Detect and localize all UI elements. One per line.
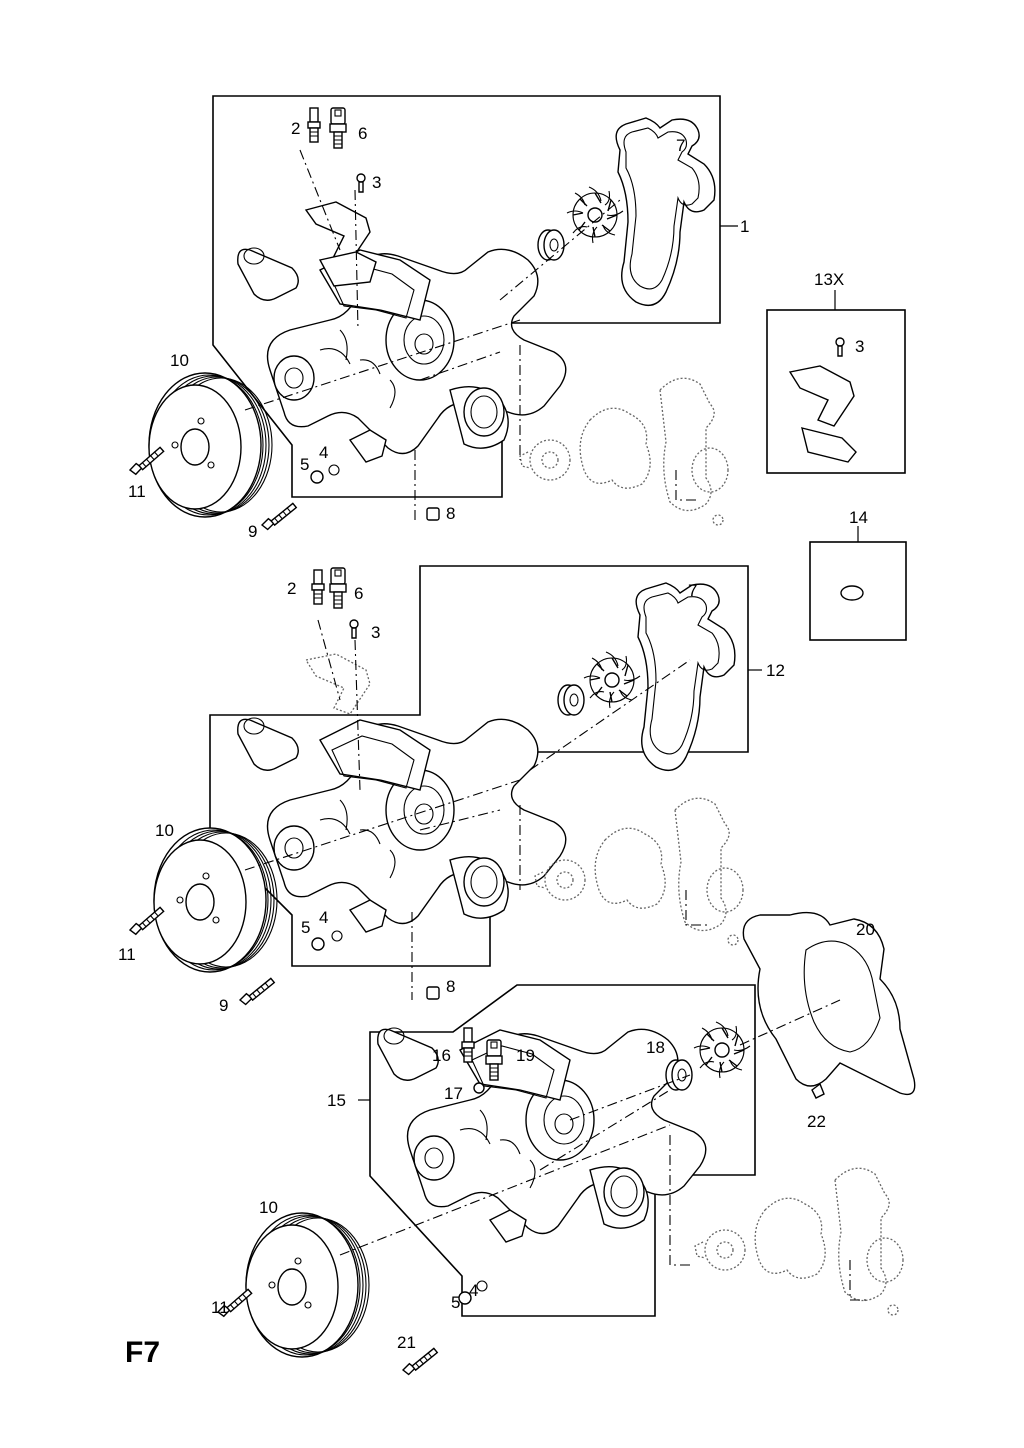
washer — [310, 470, 324, 484]
label-6: 6 — [358, 124, 367, 143]
label-10: 10 — [259, 1198, 278, 1217]
bleed-nipple — [311, 569, 325, 605]
label-17: 17 — [444, 1084, 463, 1103]
kit-13x-box — [766, 309, 906, 474]
label-19: 19 — [516, 1046, 535, 1065]
pump-bolt — [257, 502, 301, 532]
label-8: 8 — [446, 504, 455, 523]
thermostat-housing-ghost — [519, 377, 729, 526]
label-5: 5 — [451, 1293, 460, 1312]
label-4: 4 — [319, 908, 328, 927]
water-pump-housing — [377, 1027, 707, 1243]
label-7: 7 — [676, 136, 685, 155]
label-11: 11 — [211, 1298, 229, 1317]
o-ring — [840, 585, 864, 601]
label-14: 14 — [849, 508, 868, 527]
assembly-leader-lines — [244, 619, 708, 1000]
label-18: 18 — [646, 1038, 665, 1057]
label-9: 9 — [219, 996, 228, 1015]
screw — [835, 337, 845, 357]
label-13x: 13X — [814, 270, 844, 289]
pump-bolt — [235, 977, 279, 1007]
pulley — [245, 1212, 370, 1358]
pulley — [153, 827, 278, 973]
label-9: 9 — [248, 522, 257, 541]
impeller — [693, 1021, 751, 1079]
gasket — [635, 582, 736, 772]
sensor-flange-ghost — [304, 653, 371, 715]
label-11: 11 — [118, 945, 136, 964]
part-labels: 2 6 3 7 1 10 4 5 11 8 9 13X 3 14 2 6 3 7… — [118, 119, 875, 1369]
label-20: 20 — [856, 920, 875, 939]
flange-gasket — [801, 427, 857, 463]
sensor-flange — [788, 365, 855, 427]
label-2: 2 — [291, 119, 300, 138]
pulley — [148, 372, 273, 518]
label-3: 3 — [372, 173, 381, 192]
bleed-nipple — [307, 107, 321, 143]
flange-gasket — [318, 251, 377, 287]
label-22: 22 — [807, 1112, 826, 1131]
frame-group-1 — [212, 95, 721, 498]
label-4: 4 — [319, 443, 328, 462]
screw — [356, 173, 366, 193]
plug — [426, 507, 440, 521]
o-ring — [331, 930, 343, 942]
label-6: 6 — [354, 584, 363, 603]
housing-gasket — [742, 911, 916, 1096]
label-21: 21 — [397, 1333, 416, 1352]
label-12: 12 — [766, 661, 785, 680]
washer — [458, 1291, 472, 1305]
label-5: 5 — [301, 918, 310, 937]
label-2: 2 — [287, 579, 296, 598]
frame-group-15 — [369, 984, 756, 1317]
label-11: 11 — [128, 482, 146, 501]
bearing-seal — [665, 1059, 693, 1091]
impeller — [566, 186, 624, 244]
assembly-leader-lines — [339, 999, 870, 1301]
bearing-seal — [557, 684, 585, 716]
label-1: 1 — [740, 217, 749, 236]
washer — [311, 937, 325, 951]
label-3: 3 — [371, 623, 380, 642]
gasket-inner — [803, 940, 881, 1053]
label-3: 3 — [855, 337, 864, 356]
bearing-seal — [537, 229, 565, 261]
label-10: 10 — [170, 351, 189, 370]
temperature-sensor — [329, 567, 347, 609]
bleed-nipple — [461, 1027, 475, 1063]
label-16: 16 — [432, 1046, 451, 1065]
temperature-sensor — [329, 107, 347, 149]
label-4: 4 — [469, 1281, 478, 1300]
water-pump-housing — [237, 717, 567, 933]
assembly-leader-lines — [244, 149, 700, 520]
thermostat-housing-ghost — [534, 797, 744, 946]
label-15: 15 — [327, 1091, 346, 1110]
label-7: 7 — [688, 581, 697, 600]
gasket — [615, 117, 716, 307]
label-8: 8 — [446, 977, 455, 996]
o-ring — [328, 464, 340, 476]
o-ring — [476, 1280, 488, 1292]
plug — [426, 986, 440, 1000]
frame-group-12 — [209, 565, 749, 967]
screw — [349, 619, 359, 639]
sealing-ring — [473, 1082, 485, 1094]
thermostat-housing-ghost — [694, 1167, 904, 1316]
label-5: 5 — [300, 455, 309, 474]
stud-bolt — [811, 1082, 825, 1099]
water-pump-housing — [237, 247, 567, 463]
label-10: 10 — [155, 821, 174, 840]
page-code: F7 — [125, 1336, 160, 1369]
